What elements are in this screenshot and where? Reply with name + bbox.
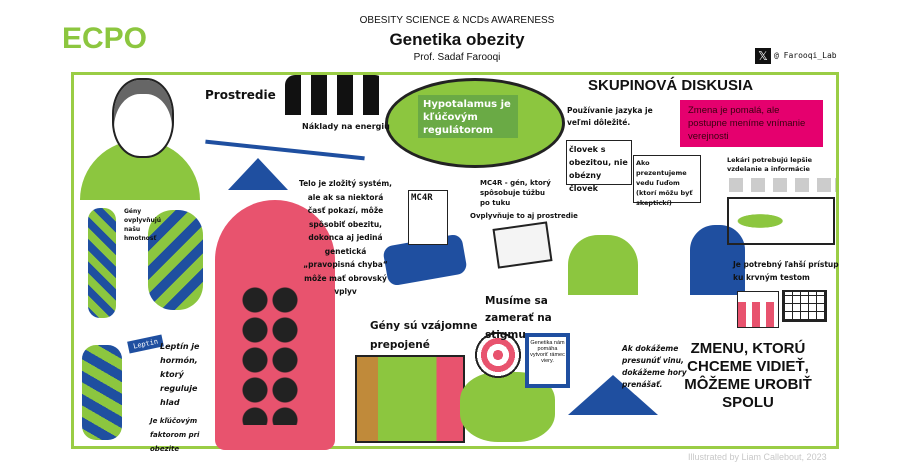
label-prostredie: Prostredie <box>205 88 276 102</box>
brain-dna-board <box>727 197 835 245</box>
ecpo-logo: ECPO <box>62 22 148 55</box>
seesaw-icon <box>228 158 288 190</box>
poster-frame <box>71 72 839 449</box>
text-hory: Ak dokážeme presunúť vinu, dokážeme hory… <box>622 344 687 389</box>
author: Prof. Sadaf Farooqi <box>413 52 501 63</box>
documents-icon <box>728 178 836 192</box>
text-jazyk: Používanie jazyka je veľmi dôležité. <box>567 106 653 127</box>
page-title: Genetika obezity <box>389 30 525 49</box>
x-logo-icon: 𝕏 <box>755 48 771 64</box>
blood-tubes-icon <box>737 291 779 328</box>
text-geny-prepojene: Gény sú vzájomne prepojené <box>370 320 478 351</box>
dna-right <box>148 210 203 310</box>
pink-sign: Zmena je pomalá, ale postupne meníme vní… <box>680 100 823 147</box>
belief-frame: Genetika nám pomáha vytvoriť rámec viery… <box>525 333 570 388</box>
text-key-factor: Je kľúčovým faktorom pri obezite <box>150 417 200 453</box>
social-handle: @ Farooqi_Lab <box>774 51 837 60</box>
illustrator-credit: Illustrated by Liam Callebout, 2023 <box>688 452 827 462</box>
series-label: OBESITY SCIENCE & NCDs AWARENESS <box>359 15 555 26</box>
text-ovplyvnuje: Ovplyvňuje to aj prostredie <box>470 212 578 220</box>
dna-left <box>88 208 116 318</box>
mountain-illustration <box>568 375 658 415</box>
text-telo: Telo je zložitý systém, ale ak sa niekto… <box>298 179 393 296</box>
text-mc4r: MC4R - gén, ktorý spôsobuje túžbu po tuk… <box>480 179 551 207</box>
label-naklady: Náklady na energiu <box>302 122 390 131</box>
closing-message: ZMENU, KTORÚ CHCEME VIDIEŤ, MÔŽEME UROBI… <box>684 340 812 411</box>
dna-bottom <box>82 345 122 440</box>
hypotalamus-box: Hypotalamus je kľúčovým regulátorom <box>418 95 518 138</box>
text-lekari: Lekári potrebujú lepšie vzdelanie a info… <box>727 156 812 173</box>
puzzle-illustration <box>355 355 465 443</box>
mc4r-paper: MC4R <box>408 190 448 245</box>
target-icon <box>473 330 523 380</box>
speech-bubble-person-first: človek s obezitou, nie obézny človek <box>566 140 632 193</box>
text-leptin: Leptín je hormón, ktorý reguluje hlad <box>160 342 200 407</box>
heading-skupinova-diskusia: SKUPINOVÁ DISKUSIA <box>588 77 754 94</box>
gears-icon <box>240 285 300 425</box>
speech-bubble-science: Ako prezentujeme vedu ľuďom (ktorí môžu … <box>633 155 701 207</box>
text-geny-ovplyvnuju: Gény ovplyvňujú našu hmotnosť <box>124 208 162 242</box>
people-silhouettes-icon <box>285 75 385 115</box>
laptop-icon <box>492 221 553 269</box>
portrait-face <box>112 78 174 158</box>
text-stigma: Musíme sa zamerať na stigmu <box>485 295 552 341</box>
calendar-icon <box>782 290 827 322</box>
man-green-shirt <box>568 235 638 295</box>
text-krvne-testy: Je potrebný ľahší prístup ku krvným test… <box>733 260 839 282</box>
